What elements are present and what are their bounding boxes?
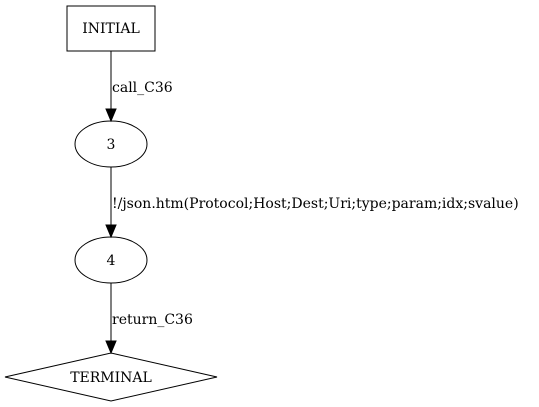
node-state-3: 3: [74, 120, 148, 168]
node-terminal-label: TERMINAL: [70, 370, 152, 386]
node-initial-label: INITIAL: [82, 21, 140, 37]
edge-3-to-4-label: !/json.htm(Protocol;Host;Dest;Uri;type;p…: [112, 196, 519, 212]
node-state-4-label: 4: [107, 253, 116, 269]
edge-4-to-terminal: return_C36: [105, 283, 193, 355]
edge-3-to-4-arrowhead: [105, 224, 117, 239]
node-terminal-diamond: [4, 352, 218, 402]
node-state-3-label: 3: [107, 137, 116, 153]
edge-4-to-terminal-arrowhead: [105, 340, 117, 355]
node-initial: INITIAL: [66, 5, 156, 52]
edge-4-to-terminal-label: return_C36: [112, 312, 193, 328]
edge-initial-to-3-label: call_C36: [112, 80, 173, 96]
node-state-4: 4: [74, 236, 148, 284]
edge-initial-to-3: call_C36: [105, 51, 173, 123]
edge-3-to-4: !/json.htm(Protocol;Host;Dest;Uri;type;p…: [105, 167, 519, 239]
node-terminal: TERMINAL: [4, 352, 218, 402]
edge-initial-to-3-arrowhead: [105, 108, 117, 123]
